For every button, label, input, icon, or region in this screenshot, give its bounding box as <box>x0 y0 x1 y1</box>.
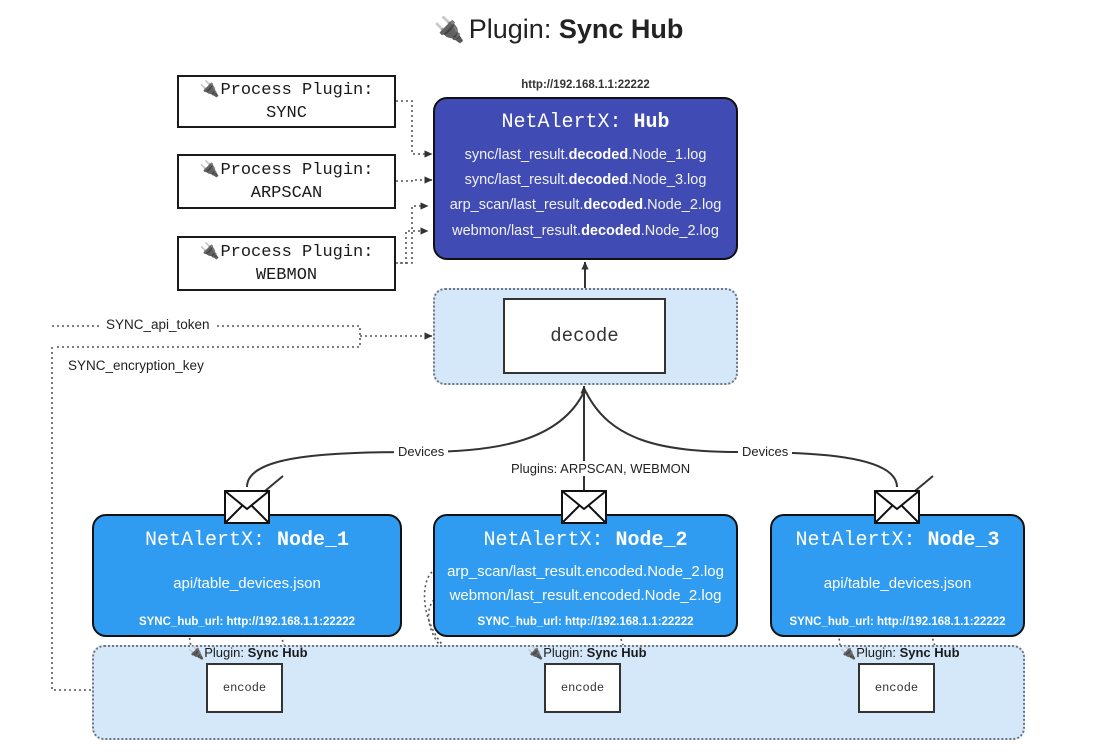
hub-title: NetAlertX: Hub <box>501 111 670 134</box>
node-1-lines: api/table_devices.json <box>94 552 400 616</box>
node-3-hub-url: SYNC_hub_url: http://192.168.1.1:22222 <box>789 616 1006 628</box>
edge-webmon-to-hub-b <box>400 227 429 264</box>
edge-arpscan-to-hub <box>396 176 433 184</box>
plug-icon: 🔌 <box>199 78 220 98</box>
process-plugin-arpscan-line2: ARPSCAN <box>250 183 323 203</box>
node-1-line: api/table_devices.json <box>173 574 321 592</box>
node-3-title: NetAlertX: Node_3 <box>795 529 1000 552</box>
encode-label: encode <box>222 681 267 695</box>
netalertx-node-1[interactable]: NetAlertX: Node_1 api/table_devices.json… <box>92 514 402 637</box>
node-2-line: webmon/last_result.encoded.Node_2.log <box>449 587 722 604</box>
plug-icon: 🔌 <box>840 646 857 661</box>
envelope-icon <box>561 490 607 529</box>
hub-log-line: arp_scan/last_result.decoded.Node_2.log <box>449 197 722 214</box>
plug-icon: 🔌 <box>199 158 220 178</box>
process-plugin-webmon-line1: 🔌Process Plugin: <box>199 240 374 262</box>
encode-box-node-3[interactable]: encode <box>858 663 935 713</box>
netalertx-node-2[interactable]: NetAlertX: Node_2 arp_scan/last_result.e… <box>433 514 738 637</box>
edge-webmon-to-hub-a <box>396 202 429 264</box>
process-plugin-sync-line1: 🔌Process Plugin: <box>199 78 374 100</box>
process-plugin-arpscan-line1: 🔌Process Plugin: <box>199 158 374 180</box>
process-plugin-arpscan[interactable]: 🔌Process Plugin: ARPSCAN <box>177 154 396 209</box>
node-3-lines: api/table_devices.json <box>772 552 1023 616</box>
plug-icon: 🔌 <box>199 240 220 260</box>
process-plugin-webmon[interactable]: 🔌Process Plugin: WEBMON <box>177 236 396 291</box>
title-name: Sync Hub <box>558 14 684 44</box>
decode-label: decode <box>550 325 619 347</box>
process-plugin-sync[interactable]: 🔌Process Plugin: SYNC <box>177 75 396 128</box>
page-title: 🔌Plugin: Sync Hub <box>0 14 1117 45</box>
node-2-lines: arp_scan/last_result.encoded.Node_2.log … <box>435 552 736 616</box>
node-1-title: NetAlertX: Node_1 <box>144 529 350 552</box>
hub-node[interactable]: NetAlertX: Hub sync/last_result.decoded.… <box>433 97 738 260</box>
edge-label-center-plugins: Plugins: ARPSCAN, WEBMON <box>507 461 695 476</box>
node-2-hub-url: SYNC_hub_url: http://192.168.1.1:22222 <box>477 616 694 628</box>
hub-log-line: webmon/last_result.decoded.Node_2.log <box>452 222 719 239</box>
plugin-caption-node-1: 🔌Plugin: Sync Hub <box>188 645 308 661</box>
plug-icon: 🔌 <box>188 646 205 661</box>
sync-encryption-key-label: SYNC_encryption_key <box>64 358 208 373</box>
edge-sync-to-hub <box>396 100 433 158</box>
hub-url-label: http://192.168.1.1:22222 <box>521 79 650 91</box>
sync-api-token-label: SYNC_api_token <box>102 317 214 332</box>
node-1-hub-url: SYNC_hub_url: http://192.168.1.1:22222 <box>138 616 356 628</box>
envelope-icon <box>224 490 270 529</box>
encode-box-node-2[interactable]: encode <box>544 663 621 713</box>
encode-label: encode <box>874 681 919 695</box>
decode-box[interactable]: decode <box>503 298 666 374</box>
encode-box-node-1[interactable]: encode <box>206 663 283 713</box>
process-plugin-sync-line2: SYNC <box>266 103 307 123</box>
edge-label-right-devices: Devices <box>738 444 793 459</box>
process-plugin-webmon-line2: WEBMON <box>255 265 318 285</box>
netalertx-node-3[interactable]: NetAlertX: Node_3 api/table_devices.json… <box>770 514 1025 637</box>
node-2-line: arp_scan/last_result.encoded.Node_2.log <box>447 562 724 580</box>
hub-log-line: sync/last_result.decoded.Node_3.log <box>464 172 707 189</box>
node-3-line: api/table_devices.json <box>823 574 972 592</box>
encode-label: encode <box>560 681 605 695</box>
envelope1-stem <box>264 475 284 492</box>
edge-label-left-devices: Devices <box>394 444 449 459</box>
plug-icon: 🔌 <box>527 646 544 661</box>
hub-log-line: sync/last_result.decoded.Node_1.log <box>464 147 707 163</box>
title-prefix: Plugin: <box>468 14 559 44</box>
plugin-caption-node-2: 🔌Plugin: Sync Hub <box>527 645 647 661</box>
envelope-icon <box>874 490 920 529</box>
plugin-caption-node-3: 🔌Plugin: Sync Hub <box>840 645 960 661</box>
plug-icon: 🔌 <box>433 16 465 44</box>
envelope3-stem <box>914 475 934 492</box>
node-2-title: NetAlertX: Node_2 <box>483 529 688 552</box>
